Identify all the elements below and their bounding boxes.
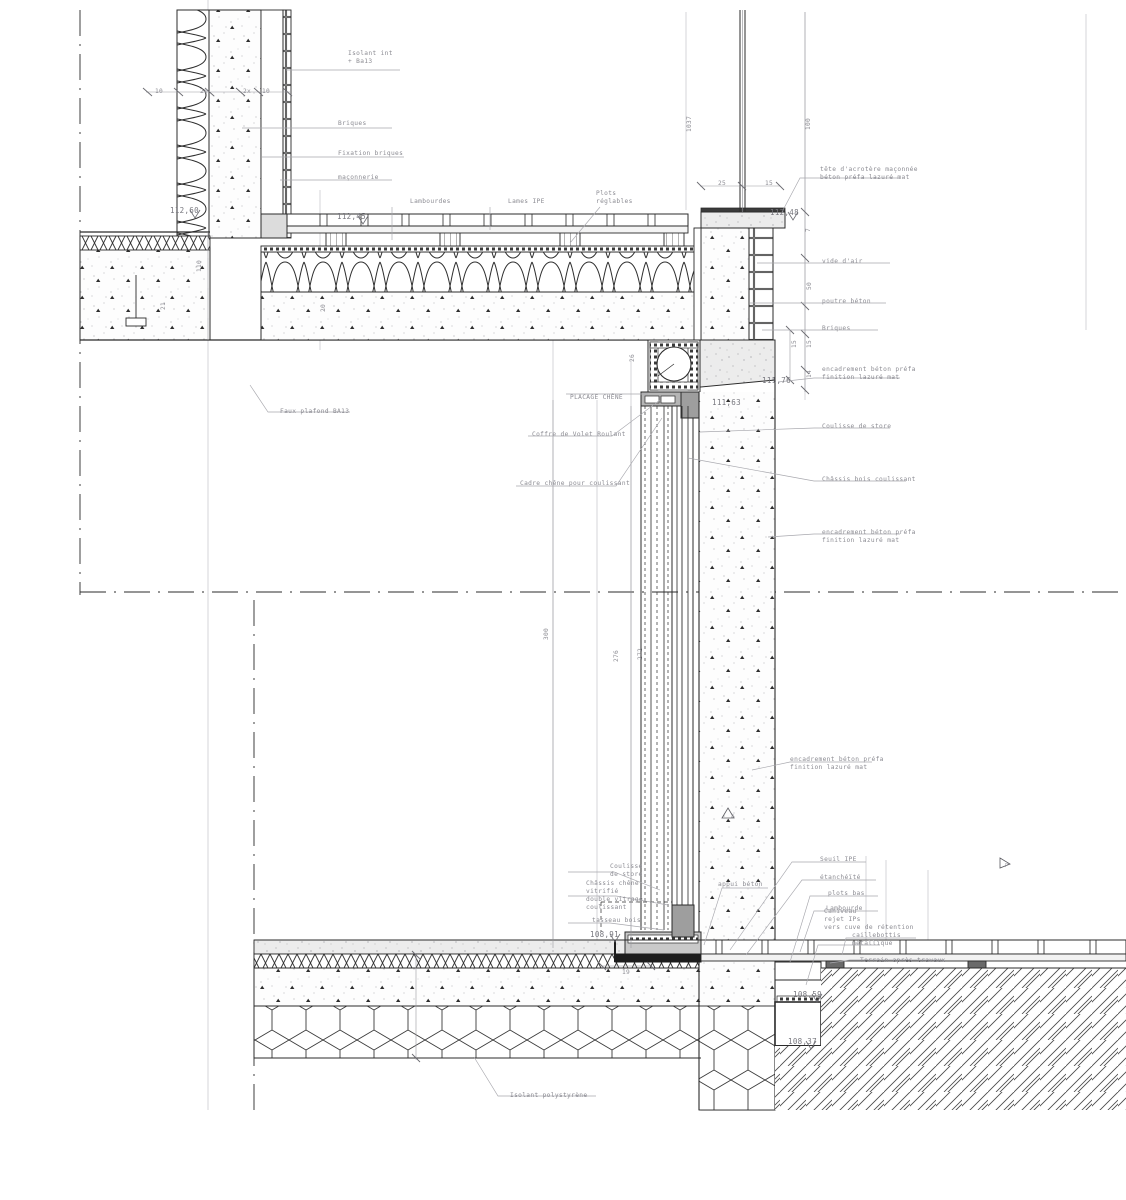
dimension-dim-v-100: 100 bbox=[805, 117, 812, 130]
drainage-channel bbox=[774, 961, 822, 1047]
annotation-tete-acrotere: tête d'acrotère maçonnée béton préfa laz… bbox=[820, 166, 918, 181]
level-label-lvl-111-76: 111,76 bbox=[762, 376, 791, 385]
dimension-dim-v-110: 110 bbox=[196, 259, 203, 272]
symbol-north-triangle: △ bbox=[731, 812, 736, 819]
level-markers bbox=[189, 209, 823, 1050]
annotation-lames-ipe: Lames IPE bbox=[508, 198, 545, 205]
leader-lines bbox=[242, 69, 944, 1097]
dimension-lines bbox=[142, 12, 810, 1063]
annotation-terrain: Terrain après travaux bbox=[860, 957, 946, 964]
annotation-etancheite: étanchéïté bbox=[820, 874, 861, 881]
annotation-briques: Briques bbox=[338, 120, 367, 127]
annotation-plots-reglables: Plots réglables bbox=[596, 190, 633, 205]
upper-floor-slab bbox=[79, 231, 700, 341]
annotation-encadrement-beton-3: encadrement béton préfa finition lazuré … bbox=[790, 756, 884, 771]
window-head bbox=[640, 391, 700, 419]
dimension-dim-v-20: 20 bbox=[320, 303, 327, 312]
ground-floor-slab bbox=[253, 939, 776, 1111]
annotation-tasseau-bois: tasseau bois bbox=[592, 917, 641, 924]
dimension-dim-v-272: 272 bbox=[637, 647, 644, 660]
level-label-lvl-112-60: 112,60 bbox=[170, 206, 199, 215]
level-label-lvl-108-91: 108,91 bbox=[590, 930, 619, 939]
annotation-coulisse-store-2: Coulisse de store bbox=[610, 863, 643, 878]
annotation-coulisse-store: Coulisse de store bbox=[822, 423, 892, 430]
annotation-caillebottis: caillebottis métallique bbox=[852, 932, 901, 947]
annotation-placage-chene: PLACAGE CHÊNE bbox=[570, 394, 623, 401]
roller-shutter-box bbox=[647, 339, 701, 393]
dimension-dim-v-26: 26 bbox=[629, 353, 636, 362]
dimension-dim-h-10b: 10 bbox=[262, 88, 271, 95]
level-label-lvl-111-63: 111,63 bbox=[712, 398, 741, 407]
annotation-fixation-briques: Fixation briques bbox=[338, 150, 404, 157]
annotation-cadre-chene: Cadre chêne pour coulissant bbox=[520, 480, 631, 487]
dimension-dim-h-10a: 10 bbox=[155, 88, 164, 95]
annotation-isolant-int: Isolant int + Ba13 bbox=[348, 50, 393, 65]
axis-lines bbox=[79, 10, 1120, 1110]
dimension-dim-v-21: 21 bbox=[160, 301, 167, 310]
annotation-plots-bas: plots bas bbox=[828, 890, 865, 897]
precast-concrete-reveal bbox=[698, 380, 776, 950]
dimension-dim-v-15b: 15 bbox=[791, 339, 798, 348]
slab-edge-lines bbox=[254, 939, 701, 1059]
annotation-chassis-chene: Châssis chêne vitrifié double vitrage co… bbox=[586, 880, 644, 911]
symbol-arrow-mark: ◸ bbox=[1005, 862, 1010, 869]
annotation-vide-air: vide d'air bbox=[822, 258, 863, 265]
level-label-lvl-112-45: 112,45 bbox=[337, 212, 366, 221]
dimension-dim-h-15: 15 bbox=[765, 180, 774, 187]
misc-marks bbox=[721, 807, 1011, 869]
annotation-faux-plafond: Faux plafond BA13 bbox=[280, 408, 350, 415]
sill-threshold bbox=[600, 901, 702, 963]
level-label-lvl-108-37: 108,37 bbox=[788, 1037, 817, 1046]
level-label-lvl-108-59: 108,59 bbox=[793, 990, 822, 999]
dimension-dim-v-15a: 15 bbox=[806, 339, 813, 348]
level-label-lvl-112-48: 112,48 bbox=[770, 208, 799, 217]
dimension-dim-v-300: 300 bbox=[543, 627, 550, 640]
annotation-encadrement-beton-2: encadrement béton préfa finition lazuré … bbox=[822, 529, 916, 544]
dimension-dim-v-50: 50 bbox=[806, 281, 813, 290]
dimension-dim-v-7: 7 bbox=[805, 227, 812, 232]
annotation-caniveau: Caniveau rejet IPs vers cuve de rétentio… bbox=[824, 908, 914, 931]
terrace-deck bbox=[260, 213, 702, 341]
sliding-glazed-unit bbox=[640, 406, 694, 930]
upper-wall-assembly bbox=[176, 9, 292, 239]
annotation-chassis-bois: Châssis bois coulissant bbox=[822, 476, 916, 483]
annotation-briques-2: Briques bbox=[822, 325, 851, 332]
annotation-coffre-volet: Coffre de Volet Roulant bbox=[532, 431, 626, 438]
dimension-dim-v-14: 14 bbox=[806, 369, 813, 378]
dimension-dim-h-20: 20 bbox=[200, 88, 209, 95]
annotation-maconnerie: maçonnerie bbox=[338, 174, 379, 181]
annotation-encadrement-beton-1: encadrement béton préfa finition lazuré … bbox=[822, 366, 916, 381]
annotation-poutre-beton: poutre béton bbox=[822, 298, 871, 305]
upper-mullion bbox=[739, 10, 746, 212]
annotation-seuil-ipe: Seuil IPE bbox=[820, 856, 857, 863]
dimension-dim-h-19: 19 bbox=[622, 969, 631, 976]
annotation-isolant-polystyrene: Isolant polystyrène bbox=[510, 1092, 588, 1099]
annotation-appui-beton: appui béton bbox=[718, 881, 763, 888]
dimension-dim-v-1037: 1037 bbox=[686, 115, 693, 132]
dimension-dim-h-25: 25 bbox=[718, 180, 727, 187]
dimension-dim-v-276: 276 bbox=[613, 649, 620, 662]
annotation-lambourdes: Lambourdes bbox=[410, 198, 451, 205]
terrain-earth bbox=[775, 967, 1126, 1110]
dimension-dim-h-2x: 2x bbox=[243, 88, 252, 95]
annotation-lambourde: Lambourde bbox=[826, 905, 863, 912]
